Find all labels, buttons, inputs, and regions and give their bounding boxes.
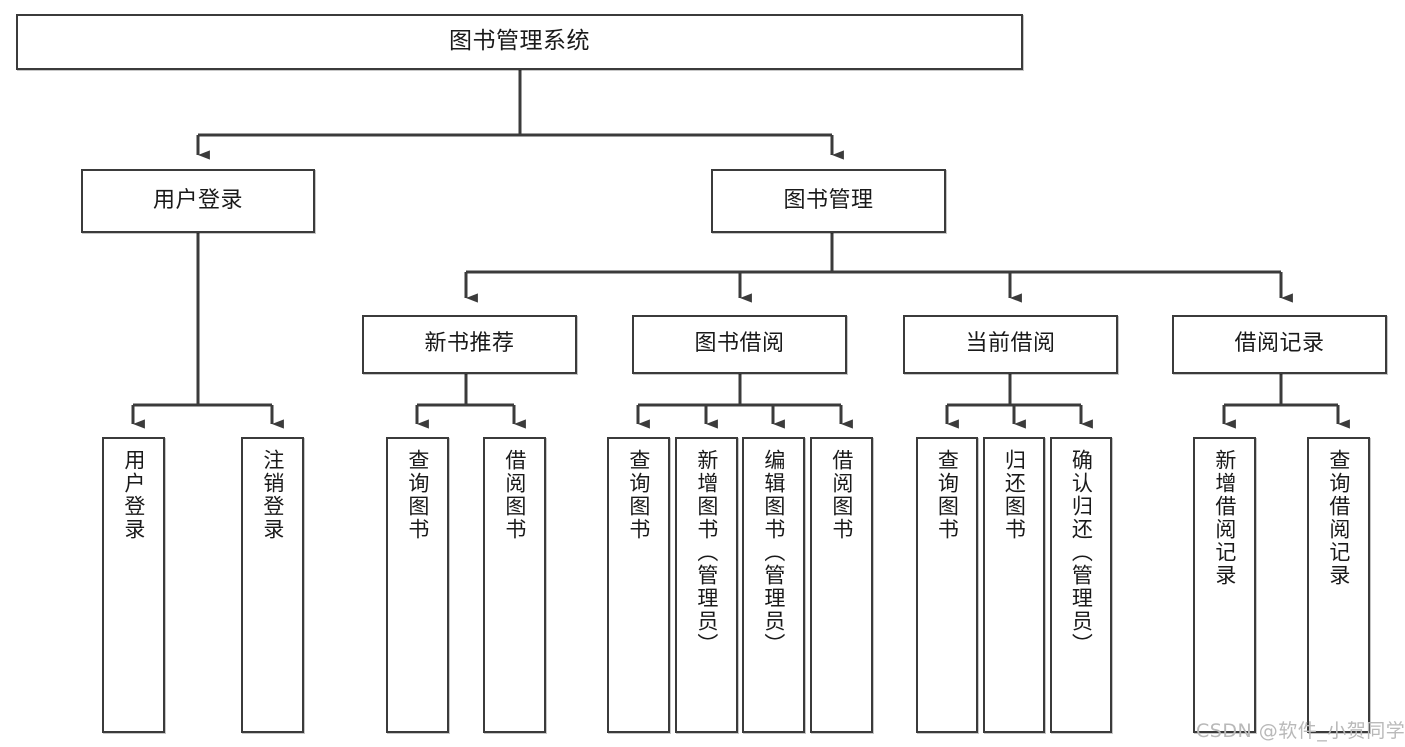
- node-book-borrow[interactable]: 图书借阅: [632, 315, 847, 374]
- node-label: 图书借阅: [694, 331, 785, 357]
- leaf-book-borrow-borrow-books[interactable]: 借阅图书: [810, 437, 873, 733]
- node-user-login[interactable]: 用户登录: [81, 169, 315, 233]
- node-borrow-record[interactable]: 借阅记录: [1172, 315, 1387, 374]
- node-label: 用户登录: [152, 187, 243, 213]
- leaf-book-borrow-add-book-admin[interactable]: 新增图书（管理员）: [675, 437, 738, 733]
- node-label: 查询图书: [626, 449, 651, 541]
- leaf-book-borrow-edit-book-admin[interactable]: 编辑图书（管理员）: [742, 437, 805, 733]
- node-book-management[interactable]: 图书管理: [711, 169, 946, 233]
- node-label: 图书管理系统: [449, 28, 590, 55]
- node-label: 查询借阅记录: [1326, 449, 1351, 587]
- leaf-book-borrow-query-books[interactable]: 查询图书: [607, 437, 670, 733]
- leaf-current-borrow-return-books[interactable]: 归还图书: [983, 437, 1045, 733]
- node-label: 归还图书: [1002, 449, 1027, 541]
- node-label: 编辑图书（管理员）: [761, 449, 786, 656]
- leaf-borrow-record-query-record[interactable]: 查询借阅记录: [1307, 437, 1370, 733]
- node-label: 用户登录: [121, 449, 146, 541]
- leaf-user-login-logout[interactable]: 注销登录: [241, 437, 304, 733]
- node-label: 当前借阅: [965, 331, 1056, 357]
- node-label: 注销登录: [260, 449, 285, 541]
- node-label: 借阅记录: [1234, 331, 1325, 357]
- node-current-borrow[interactable]: 当前借阅: [903, 315, 1118, 374]
- leaf-user-login-login[interactable]: 用户登录: [102, 437, 165, 733]
- node-label: 确认归还（管理员）: [1069, 449, 1094, 656]
- node-new-book-recommend[interactable]: 新书推荐: [362, 315, 577, 374]
- leaf-new-book-borrow-books[interactable]: 借阅图书: [483, 437, 546, 733]
- node-label: 查询图书: [935, 449, 960, 541]
- node-root-book-management-system[interactable]: 图书管理系统: [16, 14, 1023, 70]
- node-label: 借阅图书: [829, 449, 854, 541]
- csdn-watermark: CSDN @软件_小贺同学: [1196, 720, 1405, 742]
- node-label: 新增图书（管理员）: [694, 449, 719, 656]
- leaf-current-borrow-confirm-return-admin[interactable]: 确认归还（管理员）: [1050, 437, 1112, 733]
- leaf-current-borrow-query-books[interactable]: 查询图书: [916, 437, 978, 733]
- node-label: 借阅图书: [502, 449, 527, 541]
- node-label: 查询图书: [405, 449, 430, 541]
- node-label: 新增借阅记录: [1212, 449, 1237, 587]
- leaf-borrow-record-add-record[interactable]: 新增借阅记录: [1193, 437, 1256, 733]
- node-label: 图书管理: [783, 187, 874, 213]
- node-label: 新书推荐: [424, 331, 515, 357]
- leaf-new-book-query-books[interactable]: 查询图书: [386, 437, 449, 733]
